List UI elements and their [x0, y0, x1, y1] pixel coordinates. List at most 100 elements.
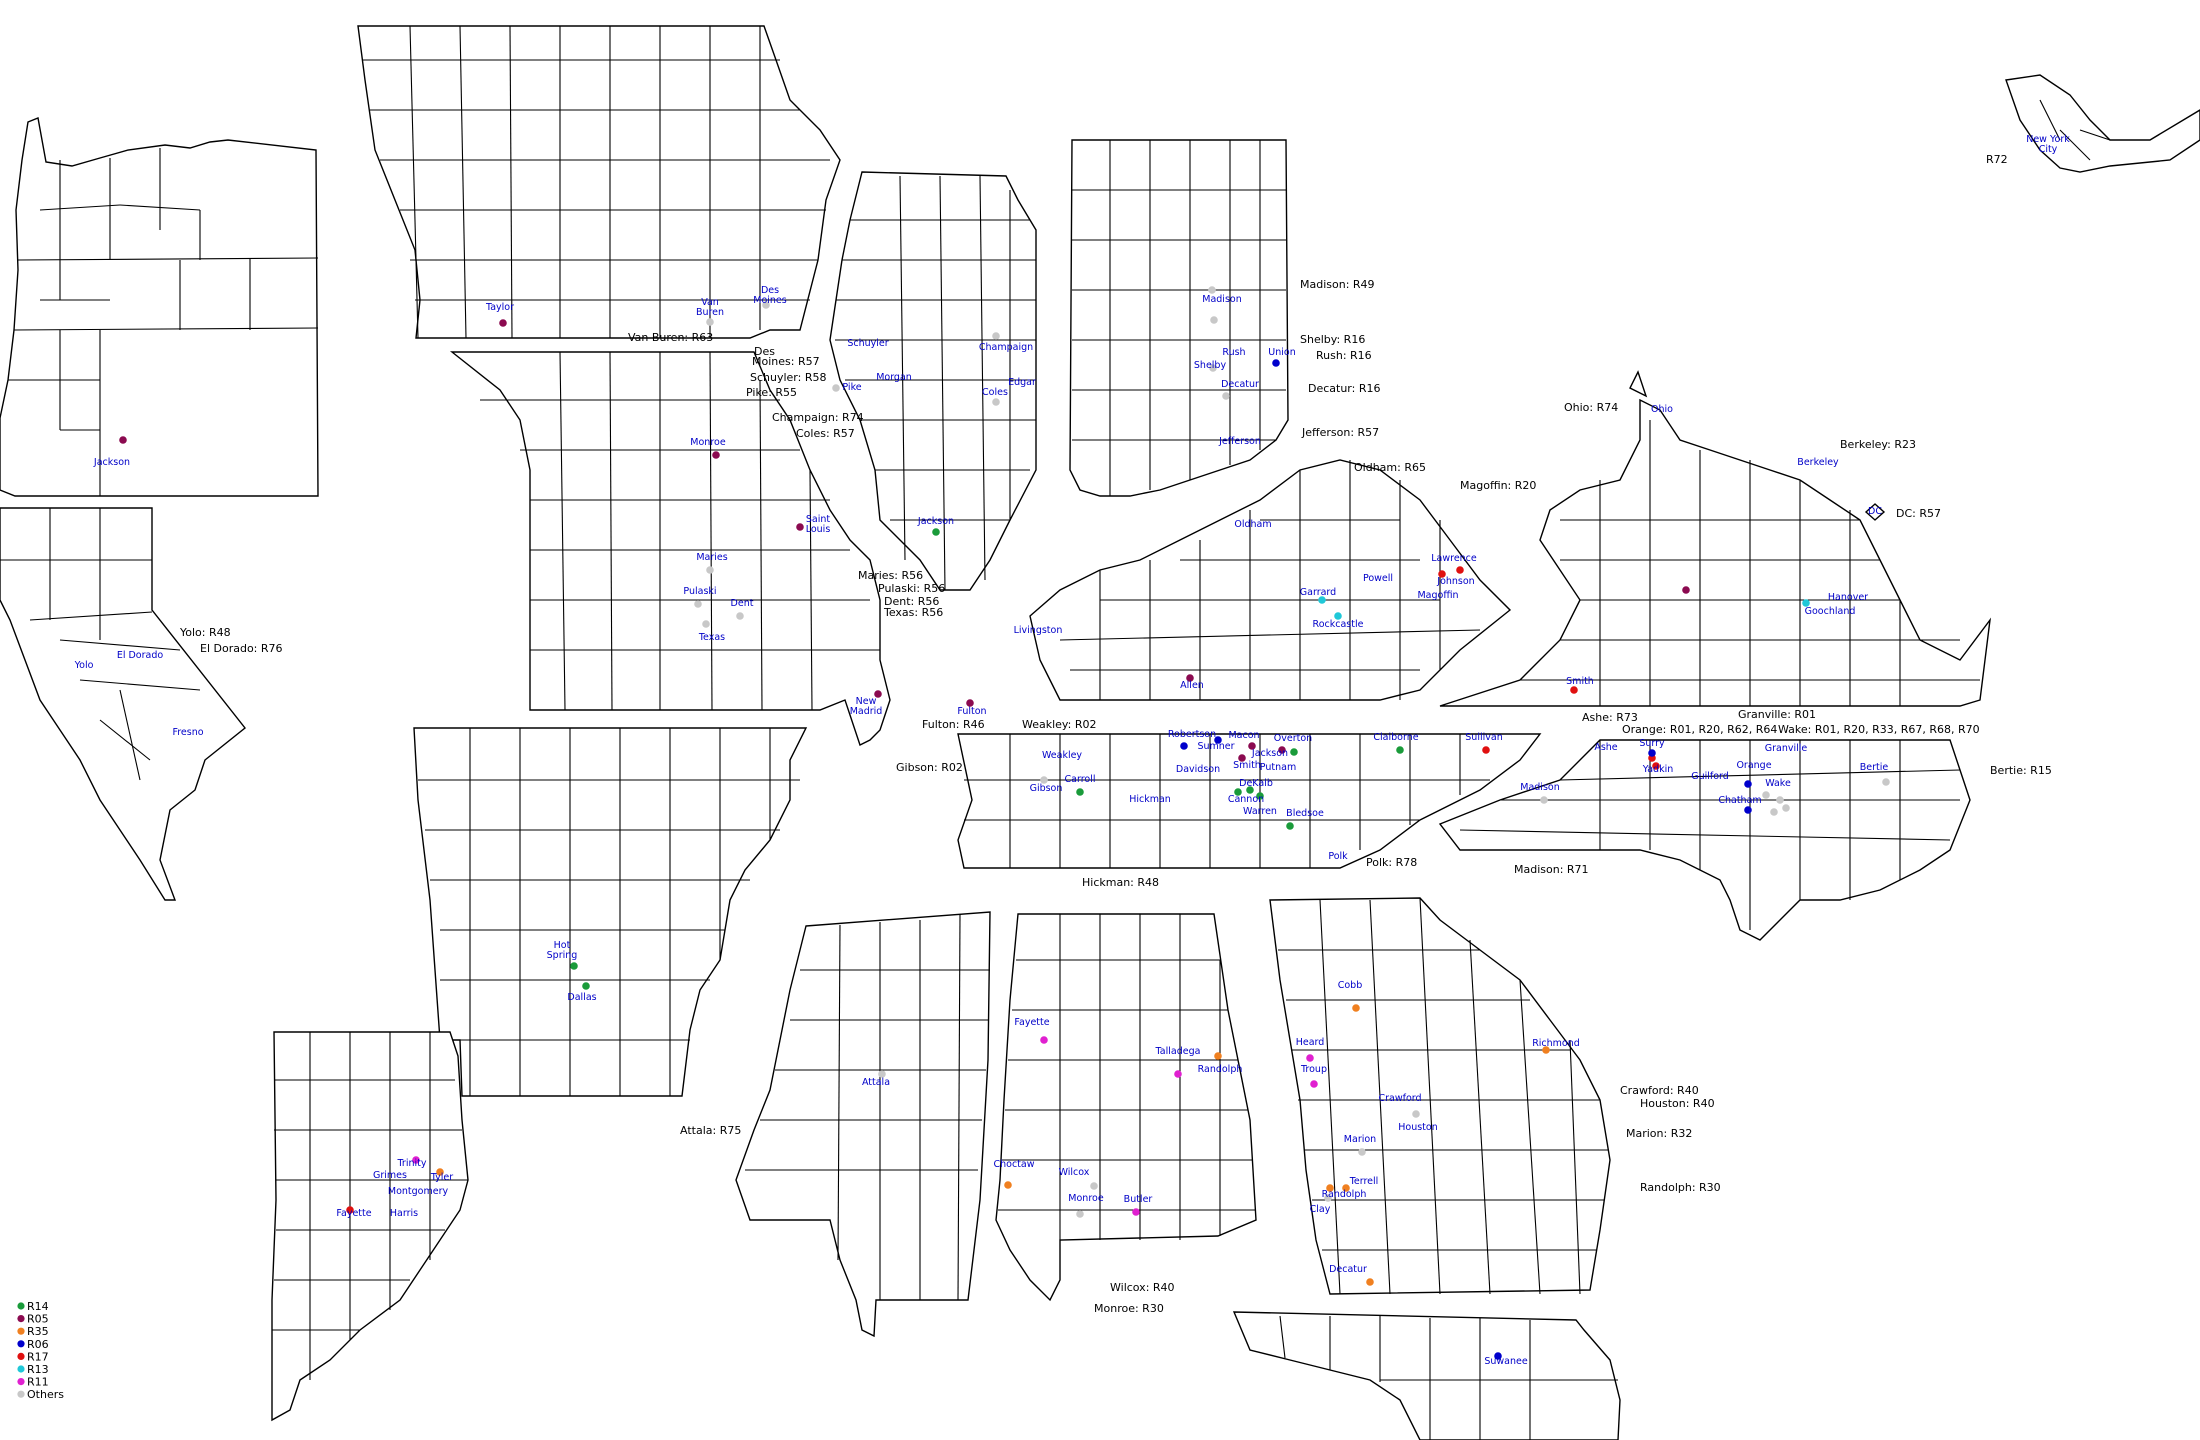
region-dot-r06 [1648, 749, 1656, 757]
county-label: El Dorado [117, 650, 164, 661]
county-label-line: Fulton [957, 706, 986, 717]
county-label-line: Monroe [1068, 1193, 1104, 1204]
region-dot-r06 [1494, 1352, 1502, 1360]
county-label-line: Macon [1228, 730, 1259, 741]
county-label: Magoffin [1417, 590, 1458, 601]
county-label: Randolph [1322, 1189, 1367, 1200]
region-dot-others [1324, 1194, 1332, 1202]
county-label: Sullivan [1465, 732, 1502, 743]
county-label: Hanover [1828, 592, 1868, 603]
county-label-line: Heard [1296, 1037, 1325, 1048]
county-label-line: Louis [806, 524, 831, 535]
county-label-line: Jackson [93, 457, 130, 468]
region-dot-others [1040, 776, 1048, 784]
region-dot-others [1782, 804, 1790, 812]
region-dot-r05 [1278, 746, 1286, 754]
annotation-label: Randolph: R30 [1640, 1181, 1721, 1194]
legend-label: R14 [27, 1300, 49, 1313]
indiana-state [1069, 139, 1289, 497]
county-label: Taylor [485, 302, 514, 313]
legend-label: R05 [27, 1313, 49, 1326]
county-label: Claiborne [1373, 732, 1418, 743]
county-label: Polk [1328, 851, 1348, 862]
annotation-label: Weakley: R02 [1022, 718, 1097, 731]
annotation-label: Ashe: R73 [1582, 711, 1638, 724]
virginia-state [1439, 370, 1992, 707]
county-label-line: Schuyler [847, 338, 888, 349]
region-dot-r11 [1174, 1070, 1182, 1078]
county-label: Guilford [1691, 771, 1729, 782]
county-label-line: Dent [731, 598, 754, 609]
north-carolina-state [1438, 739, 1971, 941]
annotation-label: Champaign: R74 [772, 411, 864, 424]
county-label: Yadkin [1642, 764, 1674, 775]
region-dot-others [1882, 778, 1890, 786]
county-label-line: City [2039, 144, 2058, 155]
annotation-label: Fulton: R46 [922, 718, 985, 731]
county-label: Fayette [336, 1208, 371, 1219]
region-dot-r35 [1004, 1181, 1012, 1189]
annotation-label: R72 [1986, 153, 2008, 166]
region-dot-others [1210, 316, 1218, 324]
county-label-line: Monroe [690, 437, 726, 448]
county-label-line: Tyler [430, 1172, 453, 1183]
county-label: Decatur [1221, 379, 1259, 390]
county-label: Richmond [1532, 1038, 1580, 1049]
annotation-label: Marion: R32 [1626, 1127, 1692, 1140]
county-label: Maries [696, 552, 727, 563]
county-label-line: Robertson [1168, 729, 1216, 740]
county-label: Suwanee [1484, 1356, 1528, 1367]
annotation-label: Schuyler: R58 [750, 371, 826, 384]
county-label-line: Wake [1765, 778, 1791, 789]
region-dot-others [832, 384, 840, 392]
annotation-label: Orange: R01, R20, R62, R64 [1622, 723, 1777, 736]
region-dot-r35 [1542, 1046, 1550, 1054]
county-label: Warren [1243, 806, 1277, 817]
annotation-label: Berkeley: R23 [1840, 438, 1916, 451]
county-label-line: Garrard [1300, 587, 1336, 598]
annotation-label: Moines: R57 [752, 355, 820, 368]
county-label: Madison [1520, 782, 1559, 793]
county-label: Tyler [430, 1172, 453, 1183]
annotation-label: Hickman: R48 [1082, 876, 1159, 889]
region-dot-r05 [966, 699, 974, 707]
county-label-line: Jackson [917, 516, 954, 527]
region-dot-others [1090, 1182, 1098, 1190]
annotation-label: Dent: R56 [884, 595, 939, 608]
county-label-line: Troup [1300, 1064, 1327, 1075]
county-label: Hickman [1129, 794, 1171, 805]
region-dot-r17 [346, 1206, 354, 1214]
region-dot-r11 [1040, 1036, 1048, 1044]
region-dot-others [706, 318, 714, 326]
region-dot-r06 [1272, 359, 1280, 367]
region-dot-others [1209, 364, 1217, 372]
county-label: Pike [842, 382, 861, 393]
county-label-line: Marion [1344, 1134, 1376, 1145]
region-dot-others [1770, 808, 1778, 816]
county-label: Powell [1363, 573, 1393, 584]
county-label-line: Fresno [172, 727, 203, 738]
annotation-label: Granville: R01 [1738, 708, 1816, 721]
annotation-label: Polk: R78 [1366, 856, 1417, 869]
legend-label: R35 [27, 1325, 49, 1338]
county-label-line: Randolph [1198, 1064, 1243, 1075]
legend-swatch [17, 1327, 25, 1335]
annotation-label: Wilcox: R40 [1110, 1281, 1175, 1294]
annotation-label: Crawford: R40 [1620, 1084, 1699, 1097]
county-label: Jackson [917, 516, 954, 527]
county-label-line: New [856, 696, 877, 707]
county-label: Macon [1228, 730, 1259, 741]
county-label-line: Livingston [1014, 625, 1063, 636]
legend-label: R13 [27, 1363, 49, 1376]
county-label-line: Yolo [74, 660, 94, 671]
region-dot-r17 [1438, 570, 1446, 578]
county-label-line: Goochland [1805, 606, 1856, 617]
annotation-label: Coles: R57 [796, 427, 855, 440]
region-dot-others [1208, 286, 1216, 294]
county-label: Pulaski [683, 586, 716, 597]
region-dot-r05 [1186, 674, 1194, 682]
